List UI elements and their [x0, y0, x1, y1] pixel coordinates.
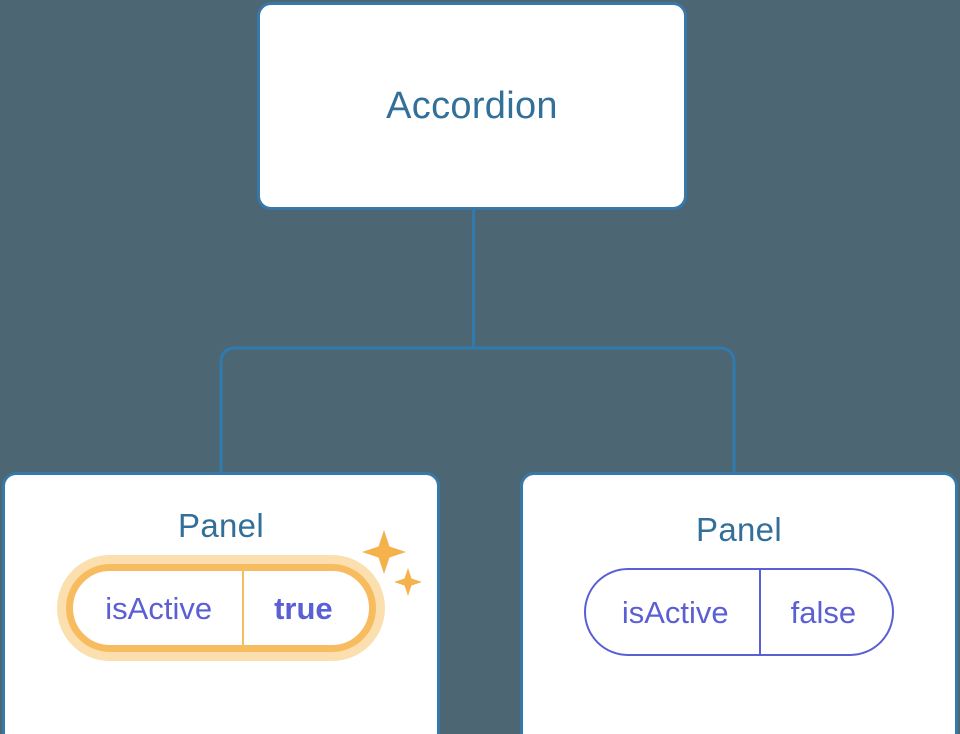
node-panel-inactive[interactable]: Panel isActive false [520, 472, 958, 734]
node-accordion[interactable]: Accordion [257, 2, 687, 210]
prop-key: isActive [105, 590, 213, 626]
sparkle-large-icon [361, 530, 406, 574]
sparkle-small-icon [393, 568, 422, 596]
prop-pill-isactive-true[interactable]: isActive true [66, 564, 376, 652]
node-accordion-title: Accordion [386, 85, 558, 127]
prop-pill-active-wrapper: isActive true [66, 530, 422, 652]
node-panel-inactive-title: Panel [696, 511, 782, 548]
prop-key: isActive [621, 594, 729, 630]
node-panel-active-title: Panel [178, 507, 264, 544]
connector-branch-bus [219, 346, 736, 472]
prop-pill-inactive-wrapper: isActive false [583, 568, 895, 656]
node-panel-active[interactable]: Panel isActive true [2, 472, 440, 734]
prop-pill-isactive-false[interactable]: isActive false [583, 568, 895, 656]
prop-value: true [242, 571, 369, 645]
prop-value: false [758, 570, 892, 654]
